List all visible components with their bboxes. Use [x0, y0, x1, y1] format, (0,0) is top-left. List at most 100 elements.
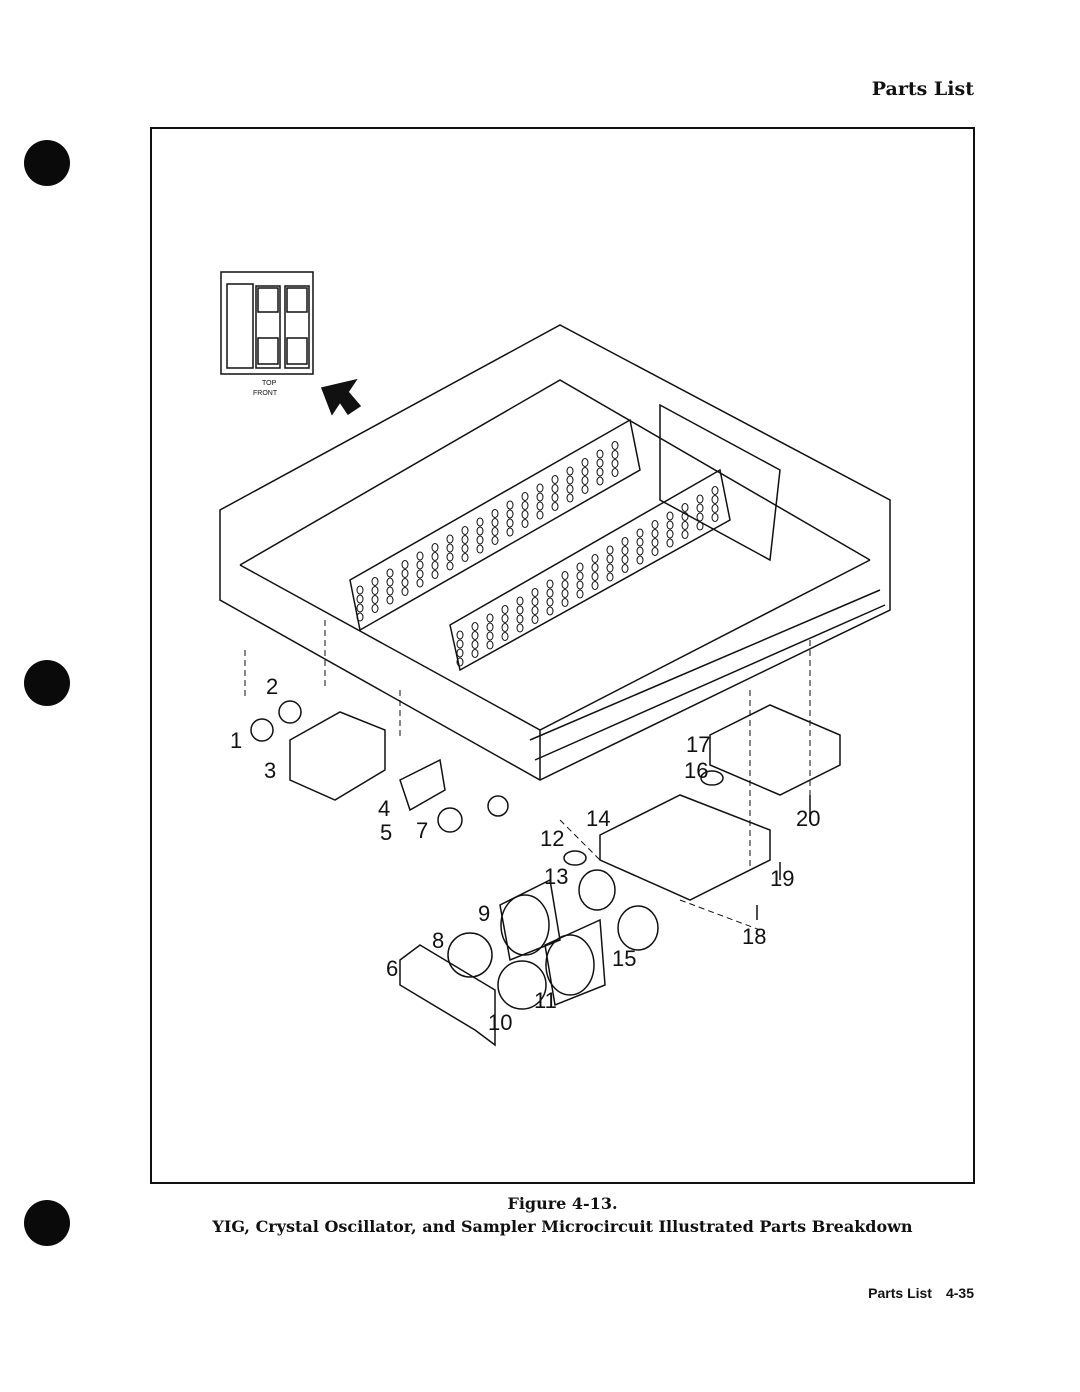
grille-hole	[486, 622, 494, 632]
grille-hole	[681, 521, 689, 530]
grille-hole	[356, 585, 364, 595]
grille-hole	[596, 458, 604, 468]
leader-lines	[244, 620, 811, 931]
grille-hole	[606, 563, 614, 573]
grille-hole	[666, 529, 674, 539]
grille-hole	[611, 468, 619, 477]
grille-hole	[491, 536, 499, 545]
grille-hole	[576, 562, 584, 572]
grille-hole	[386, 577, 394, 587]
grille-hole	[681, 530, 689, 539]
grille-hole	[446, 561, 454, 571]
grille-hole	[386, 586, 394, 596]
grille-hole	[516, 605, 524, 615]
grille-hole	[711, 513, 719, 522]
grille-hole	[356, 603, 364, 613]
grille-hole	[501, 614, 509, 623]
grille-hole	[596, 449, 604, 459]
grille-hole	[551, 493, 559, 502]
grille-hole	[591, 581, 599, 590]
grille-hole	[611, 459, 619, 468]
figure-title: YIG, Crystal Oscillator, and Sampler Mic…	[212, 1217, 913, 1236]
grille-hole	[456, 639, 464, 649]
grille-hole	[636, 555, 644, 565]
grille-hole	[486, 640, 494, 650]
grille-hole	[506, 518, 514, 528]
grille-hole	[531, 615, 539, 624]
grille-hole	[461, 544, 469, 553]
callout-16: 16	[684, 758, 709, 783]
grille-hole	[561, 598, 569, 607]
grille-hole	[621, 537, 629, 546]
callout-20: 20	[796, 806, 821, 831]
page-header: Parts List	[871, 78, 974, 100]
grille-hole	[471, 649, 479, 658]
grille-hole	[516, 614, 524, 624]
callout-2: 2	[266, 674, 279, 699]
grille-hole	[521, 501, 529, 510]
grille-hole	[521, 492, 529, 501]
grille-hole	[446, 552, 454, 562]
callout-3: 3	[264, 758, 277, 783]
front-arrow-icon	[320, 378, 362, 416]
grille-hole	[551, 484, 559, 493]
figure-caption: Figure 4-13. YIG, Crystal Oscillator, an…	[150, 1192, 975, 1238]
binder-hole	[24, 660, 70, 706]
grille-hole	[456, 630, 464, 640]
grille-hole	[431, 570, 439, 579]
grille-hole	[596, 467, 604, 477]
figure-frame	[150, 127, 975, 1184]
grille-hole	[431, 552, 439, 561]
grille-hole	[446, 534, 454, 544]
callout-4: 4	[378, 796, 391, 821]
callout-7: 7	[416, 818, 429, 843]
inset-front-label: FRONT	[253, 390, 278, 397]
grille-hole	[561, 571, 569, 580]
grille-hole	[486, 631, 494, 641]
grille-hole	[611, 450, 619, 459]
grille-hole	[371, 577, 379, 586]
grille-hole	[506, 509, 514, 519]
grille-hole	[416, 569, 424, 579]
grille-hole	[371, 586, 379, 595]
grille-hole	[551, 502, 559, 511]
grille-hole	[546, 597, 554, 607]
binder-hole	[24, 1200, 70, 1246]
grille-hole	[491, 527, 499, 536]
grille-hole	[476, 535, 484, 545]
grille-hole	[681, 512, 689, 521]
grille-hole	[636, 546, 644, 556]
grille-hole	[651, 538, 659, 547]
grille-hole	[476, 544, 484, 554]
grille-hole	[431, 543, 439, 552]
grille-hole	[681, 503, 689, 512]
grille-hole	[666, 520, 674, 530]
grille-hole	[506, 500, 514, 510]
grille-hole	[566, 493, 574, 503]
grille-hole	[696, 494, 704, 504]
grille-hole	[416, 560, 424, 570]
grille-hole	[531, 606, 539, 615]
grille-hole	[461, 526, 469, 535]
grille-hole	[456, 648, 464, 658]
grille-hole	[536, 510, 544, 520]
callout-9: 9	[478, 901, 491, 926]
grille-holes	[356, 441, 719, 667]
grille-hole	[711, 495, 719, 504]
grille-hole	[521, 510, 529, 519]
grille-hole	[516, 623, 524, 633]
grille-hole	[581, 467, 589, 476]
grille-hole	[711, 486, 719, 495]
callout-1: 1	[230, 728, 243, 753]
callout-17: 17	[686, 732, 711, 757]
grille-hole	[621, 546, 629, 555]
grille-hole	[591, 563, 599, 572]
footer-section: Parts List	[868, 1285, 932, 1301]
grille-hole	[456, 657, 464, 667]
grille-hole	[416, 551, 424, 561]
parts	[250, 700, 841, 1047]
grille-hole	[666, 511, 674, 521]
grille-hole	[581, 458, 589, 467]
